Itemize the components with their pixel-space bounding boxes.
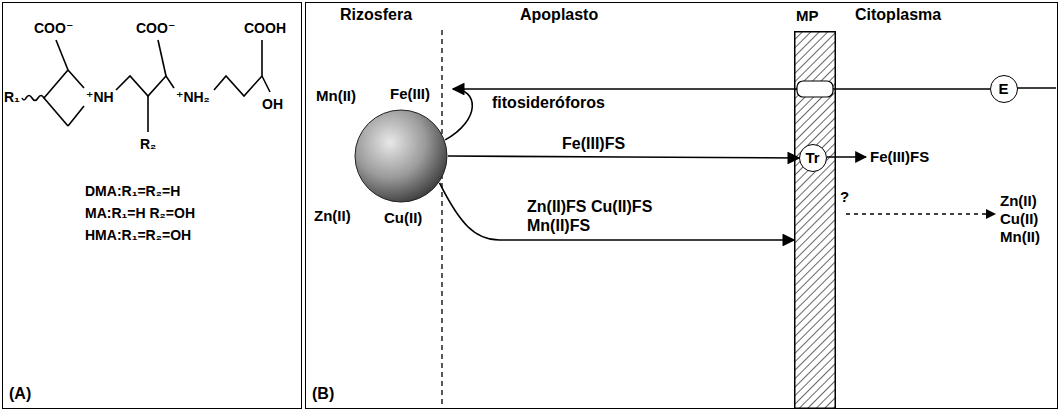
connector-line — [453, 88, 990, 90]
bond — [56, 40, 68, 70]
question-mark: ? — [840, 188, 849, 205]
ion-label: Fe(III) — [390, 85, 430, 102]
legend-note: DMA:R₁=R₂=H — [85, 183, 180, 200]
edge-label: Fe(III)FS — [560, 134, 627, 153]
membrane-channel — [797, 81, 833, 97]
group-label: COO⁻ — [34, 20, 73, 37]
group-label: COO⁻ — [136, 20, 175, 37]
node-label: Tr — [805, 149, 819, 166]
connector-line — [445, 89, 472, 140]
group-label: OH — [262, 96, 283, 113]
transporter-circle: Tr — [799, 144, 827, 172]
region-label: Rizosfera — [340, 6, 412, 23]
apoplast-boundary — [441, 30, 442, 406]
azetidine-ring — [44, 70, 84, 126]
ion-label: Mn(II) — [1000, 228, 1040, 245]
amine-label: ⁺NH₂ — [176, 89, 210, 106]
wavy-bond — [22, 96, 44, 101]
panel-letter: (B) — [312, 385, 334, 402]
region-label: Citoplasma — [855, 6, 941, 23]
substituent-label: R₂ — [140, 136, 156, 153]
legend-note: HMA:R₁=R₂=OH — [85, 227, 191, 244]
node-label: E — [998, 80, 1008, 97]
group-label: COOH — [244, 20, 286, 37]
connector-line — [448, 156, 799, 158]
bond — [147, 96, 149, 132]
ion-label: Cu(II) — [384, 209, 422, 226]
complex-label: Fe(III)FS — [870, 148, 929, 165]
amine-label: ⁺NH — [86, 89, 114, 106]
particle-shape — [354, 109, 448, 203]
region-label: Apoplasto — [520, 6, 598, 23]
particle-circle — [355, 110, 447, 202]
legend-note: MA:R₁=H R₂=OH — [85, 205, 195, 222]
membrane-shape — [794, 31, 836, 409]
flow-connector — [440, 183, 794, 240]
bond — [262, 76, 270, 92]
uncertain-arrow — [846, 213, 995, 214]
bond — [158, 40, 166, 76]
edge-label: fitosideróforos — [490, 93, 607, 112]
bond — [214, 40, 262, 96]
bond — [116, 76, 174, 96]
flow-line — [1017, 87, 1056, 89]
substituent-label: R₁ — [4, 89, 20, 106]
enzyme-circle: E — [990, 75, 1018, 103]
membrane-hatch — [795, 32, 836, 409]
ion-label: Zn(II) — [314, 207, 351, 224]
edge-label: Zn(II)FS Cu(II)FS Mn(II)FS — [525, 197, 699, 235]
flow-connector — [448, 156, 799, 158]
soil-particle: Mn(II)Fe(III)Zn(II)Cu(II) — [354, 109, 448, 203]
panel-letter: (A) — [9, 385, 31, 402]
molecule-structure — [22, 40, 270, 132]
connector-line — [440, 183, 794, 240]
node-label: MP — [796, 7, 819, 24]
ion-label: Zn(II) — [1000, 192, 1037, 209]
plasma-membrane: MPTr — [794, 31, 836, 409]
flow-connector — [445, 89, 990, 140]
ion-label: Mn(II) — [316, 87, 356, 104]
ion-label: Cu(II) — [1000, 210, 1038, 227]
